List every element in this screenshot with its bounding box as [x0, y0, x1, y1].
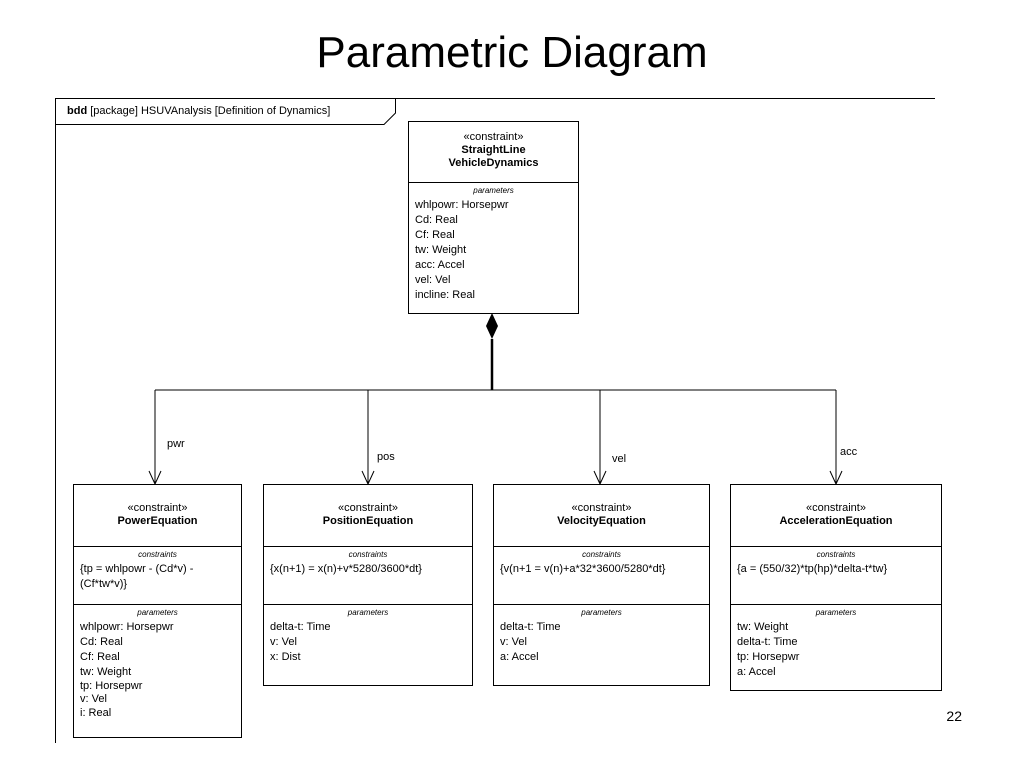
compartment-title: parameters: [473, 186, 514, 195]
compartment-title: constraints: [138, 550, 177, 559]
block-name-line2: VehicleDynamics: [448, 157, 539, 169]
parameter-item: whlpowr: Horsepwr: [415, 199, 509, 211]
role-label-pwr: pwr: [167, 438, 185, 450]
compartment-title: parameters: [815, 608, 857, 617]
parameter-item: v: Vel: [270, 636, 297, 648]
block-position-equation: «constraint» PositionEquation constraint…: [263, 484, 473, 686]
arrow-acc: [829, 390, 843, 486]
stereotype-label: «constraint»: [806, 502, 866, 514]
role-label-acc: acc: [840, 446, 858, 458]
parameter-item: a: Accel: [500, 651, 539, 663]
parameter-item: delta-t: Time: [500, 621, 561, 633]
block-acceleration-equation: «constraint» AccelerationEquation constr…: [730, 484, 942, 691]
arrow-pos: [361, 390, 375, 486]
constraints-compartment: constraints {v(n+1 = v(n)+a*32*3600/5280…: [494, 546, 709, 604]
compartment-title: parameters: [347, 608, 389, 617]
parameter-item: Cf: Real: [80, 651, 120, 663]
slide-title: Parametric Diagram: [316, 28, 708, 77]
parameter-item: tw: Weight: [80, 666, 132, 678]
parameter-item: acc: Accel: [415, 259, 465, 271]
page-number: 22: [946, 708, 962, 724]
arrow-pwr: [148, 390, 162, 486]
parameter-item: i: Real: [80, 707, 112, 719]
frame-kind: bdd: [67, 105, 88, 117]
block-straightline-vehicledynamics: «constraint» StraightLine VehicleDynamic…: [408, 121, 579, 314]
compartment-title: constraints: [582, 550, 621, 559]
constraints-compartment: constraints {a = (550/32)*tp(hp)*delta-t…: [731, 546, 941, 604]
block-name: PowerEquation: [117, 515, 198, 527]
frame-left-border: [55, 98, 56, 743]
block-name-line1: StraightLine: [461, 144, 526, 156]
parameter-item: Cd: Real: [415, 214, 458, 226]
parameter-item: incline: Real: [415, 289, 475, 301]
block-name: PositionEquation: [322, 515, 414, 527]
parameters-compartment: parameters tw: Weight delta-t: Time tp: …: [731, 604, 941, 684]
parameter-item: delta-t: Time: [737, 636, 798, 648]
composition-diamond-icon: [486, 313, 498, 339]
parameter-item: Cf: Real: [415, 229, 455, 241]
frame-top-border: [55, 98, 935, 99]
stereotype-label: «constraint»: [338, 502, 398, 514]
parameters-compartment: parameters delta-t: Time v: Vel x: Dist: [264, 604, 472, 669]
block-header: «constraint» AccelerationEquation: [731, 485, 941, 546]
parameters-compartment: parameters delta-t: Time v: Vel a: Accel: [494, 604, 709, 669]
stereotype-label: «constraint»: [127, 502, 188, 514]
block-name: AccelerationEquation: [779, 515, 893, 527]
parameters-compartment: parameters whlpowr: Horsepwr Cd: Real Cf…: [409, 182, 578, 307]
block-power-equation: «constraint» PowerEquation constraints {…: [73, 484, 242, 738]
constraint-expression: {x(n+1) = x(n)+v*5280/3600*dt}: [270, 563, 422, 575]
parameter-item: v: Vel: [500, 636, 527, 648]
parameter-item: tp: Horsepwr: [737, 651, 800, 663]
parameter-item: tw: Weight: [737, 621, 789, 633]
block-header: «constraint» VelocityEquation: [494, 485, 709, 546]
compartment-title: constraints: [348, 550, 388, 559]
constraint-expression: {a = (550/32)*tp(hp)*delta-t*tw}: [737, 563, 888, 575]
block-header: «constraint» StraightLine VehicleDynamic…: [409, 122, 578, 182]
compartment-title: constraints: [816, 550, 856, 559]
role-label-pos: pos: [377, 451, 395, 463]
parameter-item: delta-t: Time: [270, 621, 331, 633]
parameter-item: tp: Horsepwr: [80, 680, 143, 692]
parameter-item: tw: Weight: [415, 244, 467, 256]
stereotype-label: «constraint»: [463, 131, 524, 143]
compartment-title: parameters: [581, 608, 622, 617]
block-header: «constraint» PowerEquation: [74, 485, 241, 546]
constraint-expression: {tp = whlpowr - (Cd*v) - (Cf*tw*v)}: [80, 563, 194, 590]
parameter-item: v: Vel: [80, 693, 107, 705]
parameter-item: Cd: Real: [80, 636, 123, 648]
parameters-compartment: parameters whlpowr: Horsepwr Cd: Real Cf…: [74, 604, 241, 725]
frame-label: bdd [package] HSUVAnalysis [Definition o…: [67, 105, 330, 117]
frame-package-label: [package] HSUVAnalysis [Definition of Dy…: [90, 105, 331, 117]
parameter-item: x: Dist: [270, 651, 301, 663]
block-velocity-equation: «constraint» VelocityEquation constraint…: [493, 484, 710, 686]
constraints-compartment: constraints {x(n+1) = x(n)+v*5280/3600*d…: [264, 546, 472, 604]
constraints-compartment: constraints {tp = whlpowr - (Cd*v) - (Cf…: [74, 546, 241, 604]
arrow-vel: [593, 390, 607, 486]
role-label-vel: vel: [612, 453, 627, 465]
stereotype-label: «constraint»: [571, 502, 632, 514]
parameter-item: whlpowr: Horsepwr: [80, 621, 174, 633]
compartment-title: parameters: [137, 608, 178, 617]
block-name: VelocityEquation: [557, 515, 646, 527]
constraint-expression: {v(n+1 = v(n)+a*32*3600/5280*dt}: [500, 563, 666, 575]
block-header: «constraint» PositionEquation: [264, 485, 472, 546]
parameter-item: a: Accel: [737, 666, 776, 678]
parameter-item: vel: Vel: [415, 274, 451, 286]
frame-tab-outline: [56, 99, 396, 125]
